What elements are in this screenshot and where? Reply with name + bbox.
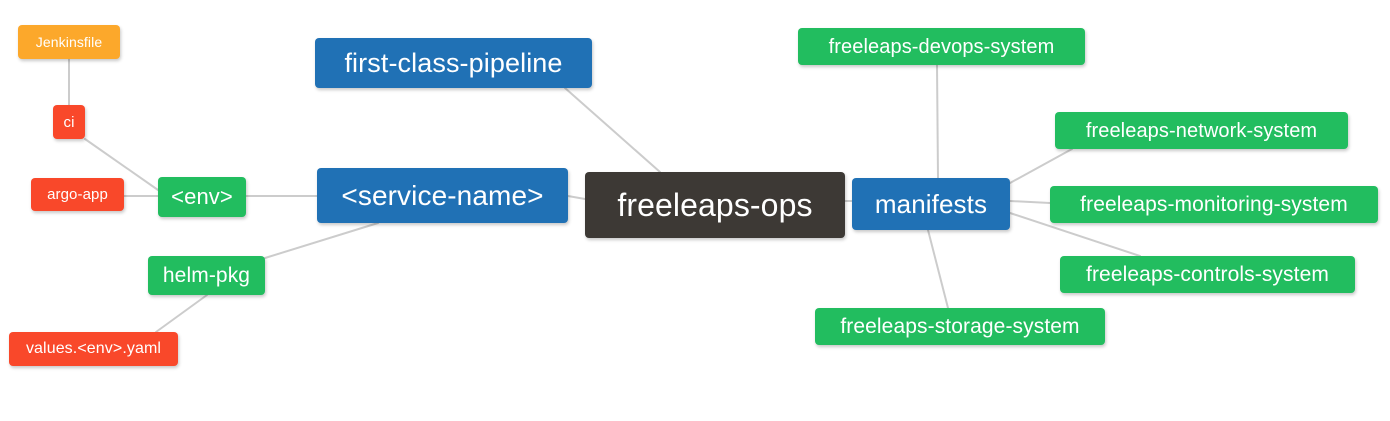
edge-helm-pkg-to-service-name [264,222,379,259]
edge-manifests-to-freeleaps-devops-system [936,64,939,179]
node-freeleaps-controls-system[interactable]: freeleaps-controls-system [1060,256,1355,293]
node-env[interactable]: <env> [158,177,246,217]
node-label-freeleaps-controls-system: freeleaps-controls-system [1086,263,1329,286]
node-label-freeleaps-storage-system: freeleaps-storage-system [840,315,1080,338]
node-freeleaps-monitoring-system[interactable]: freeleaps-monitoring-system [1050,186,1378,223]
node-jenkinsfile[interactable]: Jenkinsfile [18,25,120,59]
node-service-name[interactable]: <service-name> [317,168,568,223]
edge-manifests-to-freeleaps-storage-system [927,229,949,309]
node-label-jenkinsfile: Jenkinsfile [35,34,103,50]
edge-manifests-to-freeleaps-network-system [1009,148,1073,184]
node-label-freeleaps-monitoring-system: freeleaps-monitoring-system [1080,193,1348,216]
node-label-argo-app: argo-app [47,186,108,203]
node-label-freeleaps-ops: freeleaps-ops [617,187,813,223]
node-ci[interactable]: ci [53,105,85,139]
node-freeleaps-ops[interactable]: freeleaps-ops [585,172,845,238]
node-freeleaps-storage-system[interactable]: freeleaps-storage-system [815,308,1105,345]
node-label-manifests: manifests [874,189,988,219]
node-argo-app[interactable]: argo-app [31,178,124,211]
node-label-values-yaml: values.<env>.yaml [25,340,162,357]
node-freeleaps-network-system[interactable]: freeleaps-network-system [1055,112,1348,149]
node-label-env: <env> [171,184,233,209]
node-label-helm-pkg: helm-pkg [162,264,251,287]
node-label-service-name: <service-name> [341,179,544,211]
node-first-class-pipeline[interactable]: first-class-pipeline [315,38,592,88]
node-label-freeleaps-devops-system: freeleaps-devops-system [828,35,1055,58]
edge-service-name-to-freeleaps-ops [567,195,586,200]
node-label-first-class-pipeline: first-class-pipeline [344,47,563,78]
node-label-ci: ci [63,113,75,131]
edge-manifests-to-freeleaps-monitoring-system [1009,200,1051,204]
edge-values-yaml-to-helm-pkg [155,294,208,333]
node-manifests[interactable]: manifests [852,178,1010,230]
node-label-freeleaps-network-system: freeleaps-network-system [1085,119,1318,142]
edge-first-class-pipeline-to-freeleaps-ops [564,87,661,173]
node-helm-pkg[interactable]: helm-pkg [148,256,265,295]
node-freeleaps-devops-system[interactable]: freeleaps-devops-system [798,28,1085,65]
node-values-yaml[interactable]: values.<env>.yaml [9,332,178,366]
